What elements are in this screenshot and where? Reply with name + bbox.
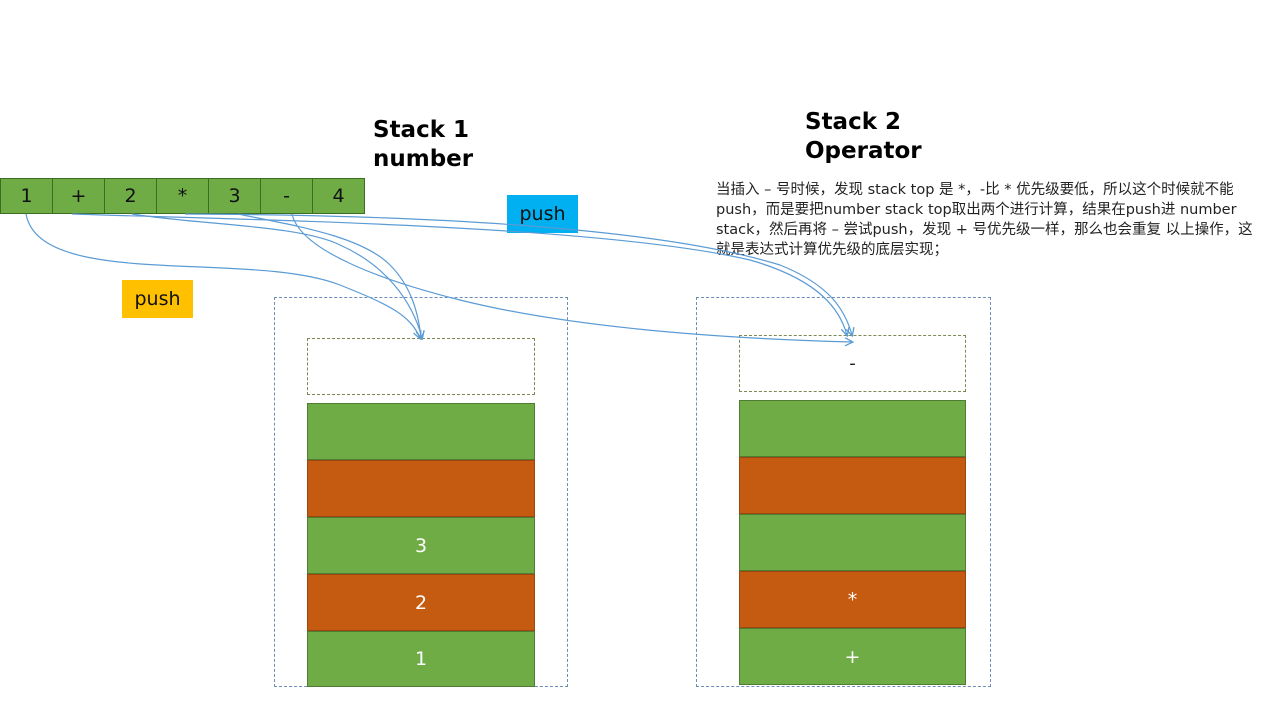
stack1-block (307, 403, 535, 460)
expression-token: 1 (0, 178, 53, 214)
arrow-3-to-stack1 (237, 213, 421, 338)
stack1-block (307, 460, 535, 517)
expression-token: 2 (104, 178, 157, 214)
stack1-block: 2 (307, 574, 535, 631)
stack2-block: * (739, 571, 966, 628)
expression-token: - (260, 178, 313, 214)
stack1-block: 3 (307, 517, 535, 574)
stack2-title: Stack 2 Operator (805, 108, 922, 166)
arrow-1-to-stack1 (25, 213, 420, 338)
arrow-star-to-stack2 (184, 213, 852, 335)
stack1-title-line1: Stack 1 (373, 117, 470, 143)
stack2-block (739, 457, 966, 514)
stack2-title-line2: Operator (805, 138, 922, 164)
stack2-block (739, 400, 966, 457)
expression-row: 1 + 2 * 3 - 4 (0, 178, 365, 214)
expression-token: 3 (208, 178, 261, 214)
explanation-note: 当插入 – 号时候，发现 stack top 是 *，-比 * 优先级要低，所以… (716, 182, 1253, 258)
stack2-frame (696, 297, 991, 687)
stack1-title: Stack 1 number (373, 116, 473, 174)
stack2-block (739, 514, 966, 571)
expression-token: 4 (312, 178, 365, 214)
arrow-plus-to-stack2 (71, 213, 847, 335)
stack2-title-line1: Stack 2 (805, 109, 902, 135)
stack1-title-line2: number (373, 146, 474, 172)
stack1-block: 1 (307, 631, 535, 687)
push-label-number: push (122, 280, 193, 318)
arrow-minus-to-stack2 (291, 213, 852, 342)
push-label-operator: push (507, 195, 578, 233)
arrow-2-to-stack1 (131, 213, 422, 338)
stack2-block: + (739, 628, 966, 685)
